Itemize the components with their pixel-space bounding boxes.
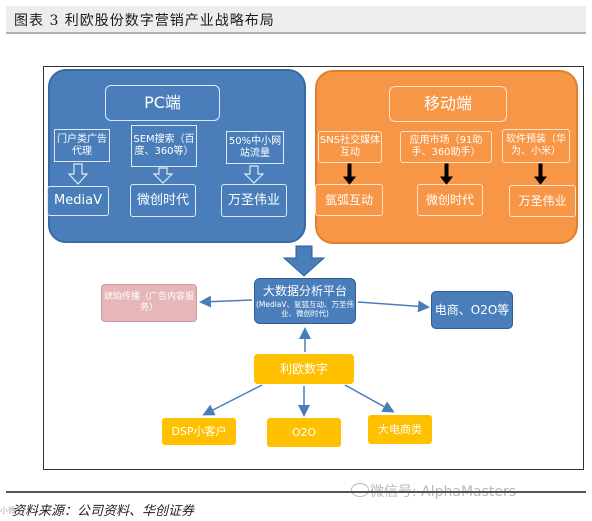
mobile-res-weichuang: 微创时代 (417, 184, 483, 216)
mobile-head: 移动端 (389, 86, 507, 122)
figure-title: 图表 3 利欧股份数字营销产业战略布局 (14, 13, 275, 29)
mobile-arrow-1 (342, 163, 357, 185)
platform-block-arrow (282, 245, 326, 277)
mobile-arrow-3 (533, 163, 548, 185)
bigdata-detail: (MediaV、氩弧互动、万圣伟业、微创时代) (255, 300, 355, 319)
arrow-platform-to-ecom (357, 300, 430, 313)
corner-mark: 小微 (0, 506, 16, 515)
o2o-box: O2O (267, 418, 341, 447)
mobile-res-wansheng: 万圣伟业 (509, 185, 576, 217)
wechat-icon (351, 483, 369, 497)
mobile-sub-preinstall: 软件预装（华为、小米） (502, 129, 570, 163)
liou-digital-box: 利欧数字 (254, 354, 354, 384)
pc-res-mediav: MediaV (47, 186, 109, 216)
mobile-arrow-2 (439, 163, 454, 185)
title-bar: 图表 3 利欧股份数字营销产业战略布局 (6, 6, 586, 34)
pc-arrow-1 (67, 163, 89, 185)
arrow-liou-to-bigecom (344, 384, 395, 413)
pc-sub-portal: 门户类广告代理 (54, 129, 110, 162)
mobile-res-yahu: 氩弧互动 (315, 184, 383, 216)
mobile-sub-sns: SNS社交媒体互动 (318, 131, 382, 163)
pc-arrow-3 (243, 165, 265, 184)
arrow-platform-to-hupo (199, 295, 253, 308)
pc-sub-smallsites: 50%中小网站流量 (226, 131, 284, 164)
pc-sub-sem: SEM搜索（百度、360等） (131, 125, 197, 167)
source-note: 资料来源：公司资料、华创证券 (12, 504, 195, 519)
arrow-liou-to-dsp (202, 384, 263, 416)
bigecom-box: 大电商类 (368, 415, 432, 444)
mobile-sub-appmarket: 应用市场（91助手、360助手） (400, 131, 492, 163)
dsp-box: DSP小客户 (162, 418, 236, 445)
hupo-box: 琥珀传播（广告内容服务） (101, 284, 197, 322)
pc-res-wansheng: 万圣伟业 (221, 184, 287, 217)
pc-head: PC端 (105, 85, 220, 121)
pc-arrow-2 (152, 167, 174, 184)
footer-divider (6, 491, 586, 493)
ecommerce-box: 电商、O2O等 (431, 291, 513, 329)
bigdata-platform: 大数据分析平台 (MediaV、氩弧互动、万圣伟业、微创时代) (254, 278, 356, 324)
pc-res-weichuang: 微创时代 (130, 184, 196, 217)
bigdata-title: 大数据分析平台 (262, 283, 347, 298)
